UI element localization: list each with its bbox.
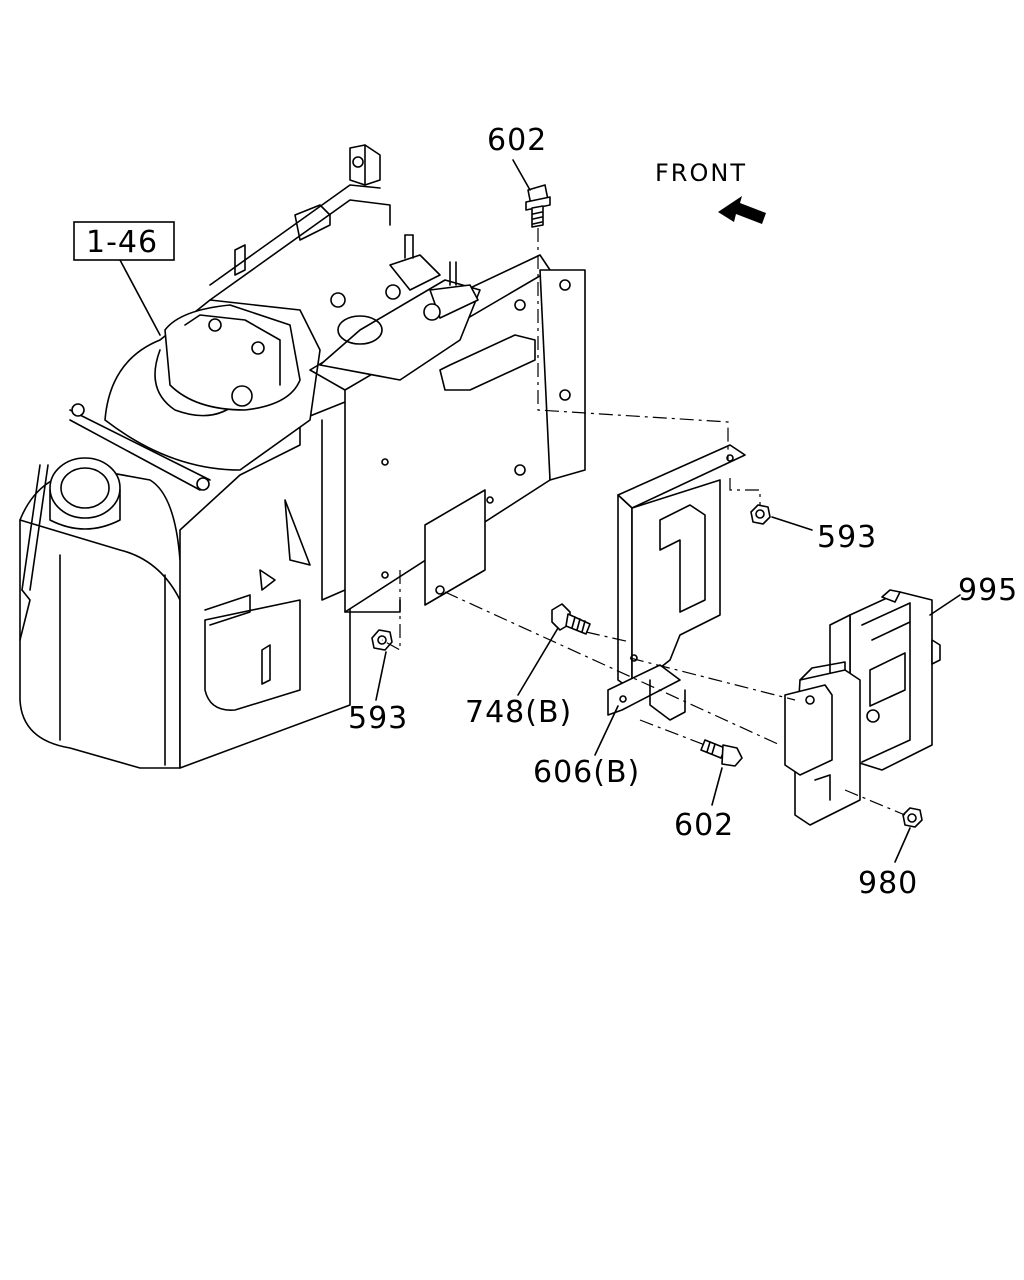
- ref-box: [73, 221, 175, 261]
- bolt-602-top: [525, 184, 551, 228]
- label-748b: 748(B): [465, 695, 572, 730]
- label-995: 995: [958, 573, 1018, 608]
- ecu-unit: [784, 589, 941, 826]
- label-front: FRONT: [655, 159, 747, 187]
- nut-593-right: [750, 504, 771, 525]
- label-606b: 606(B): [533, 755, 640, 790]
- tank-assembly: [19, 144, 391, 769]
- label-980: 980: [858, 866, 918, 901]
- leader-lines: [119, 159, 961, 863]
- nut-980: [902, 807, 923, 828]
- bolt-602-bottom: [700, 739, 743, 767]
- mounting-bracket: [309, 234, 586, 613]
- front-arrow-icon: [718, 196, 766, 224]
- label-602-bottom: 602: [674, 808, 734, 843]
- label-602-top: 602: [487, 123, 547, 158]
- label-593-left: 593: [348, 701, 408, 736]
- label-ref-box: 1-46: [86, 225, 158, 260]
- ecu-bracket: [607, 444, 746, 721]
- label-593-right: 593: [817, 520, 877, 555]
- bolt-748b: [551, 603, 591, 635]
